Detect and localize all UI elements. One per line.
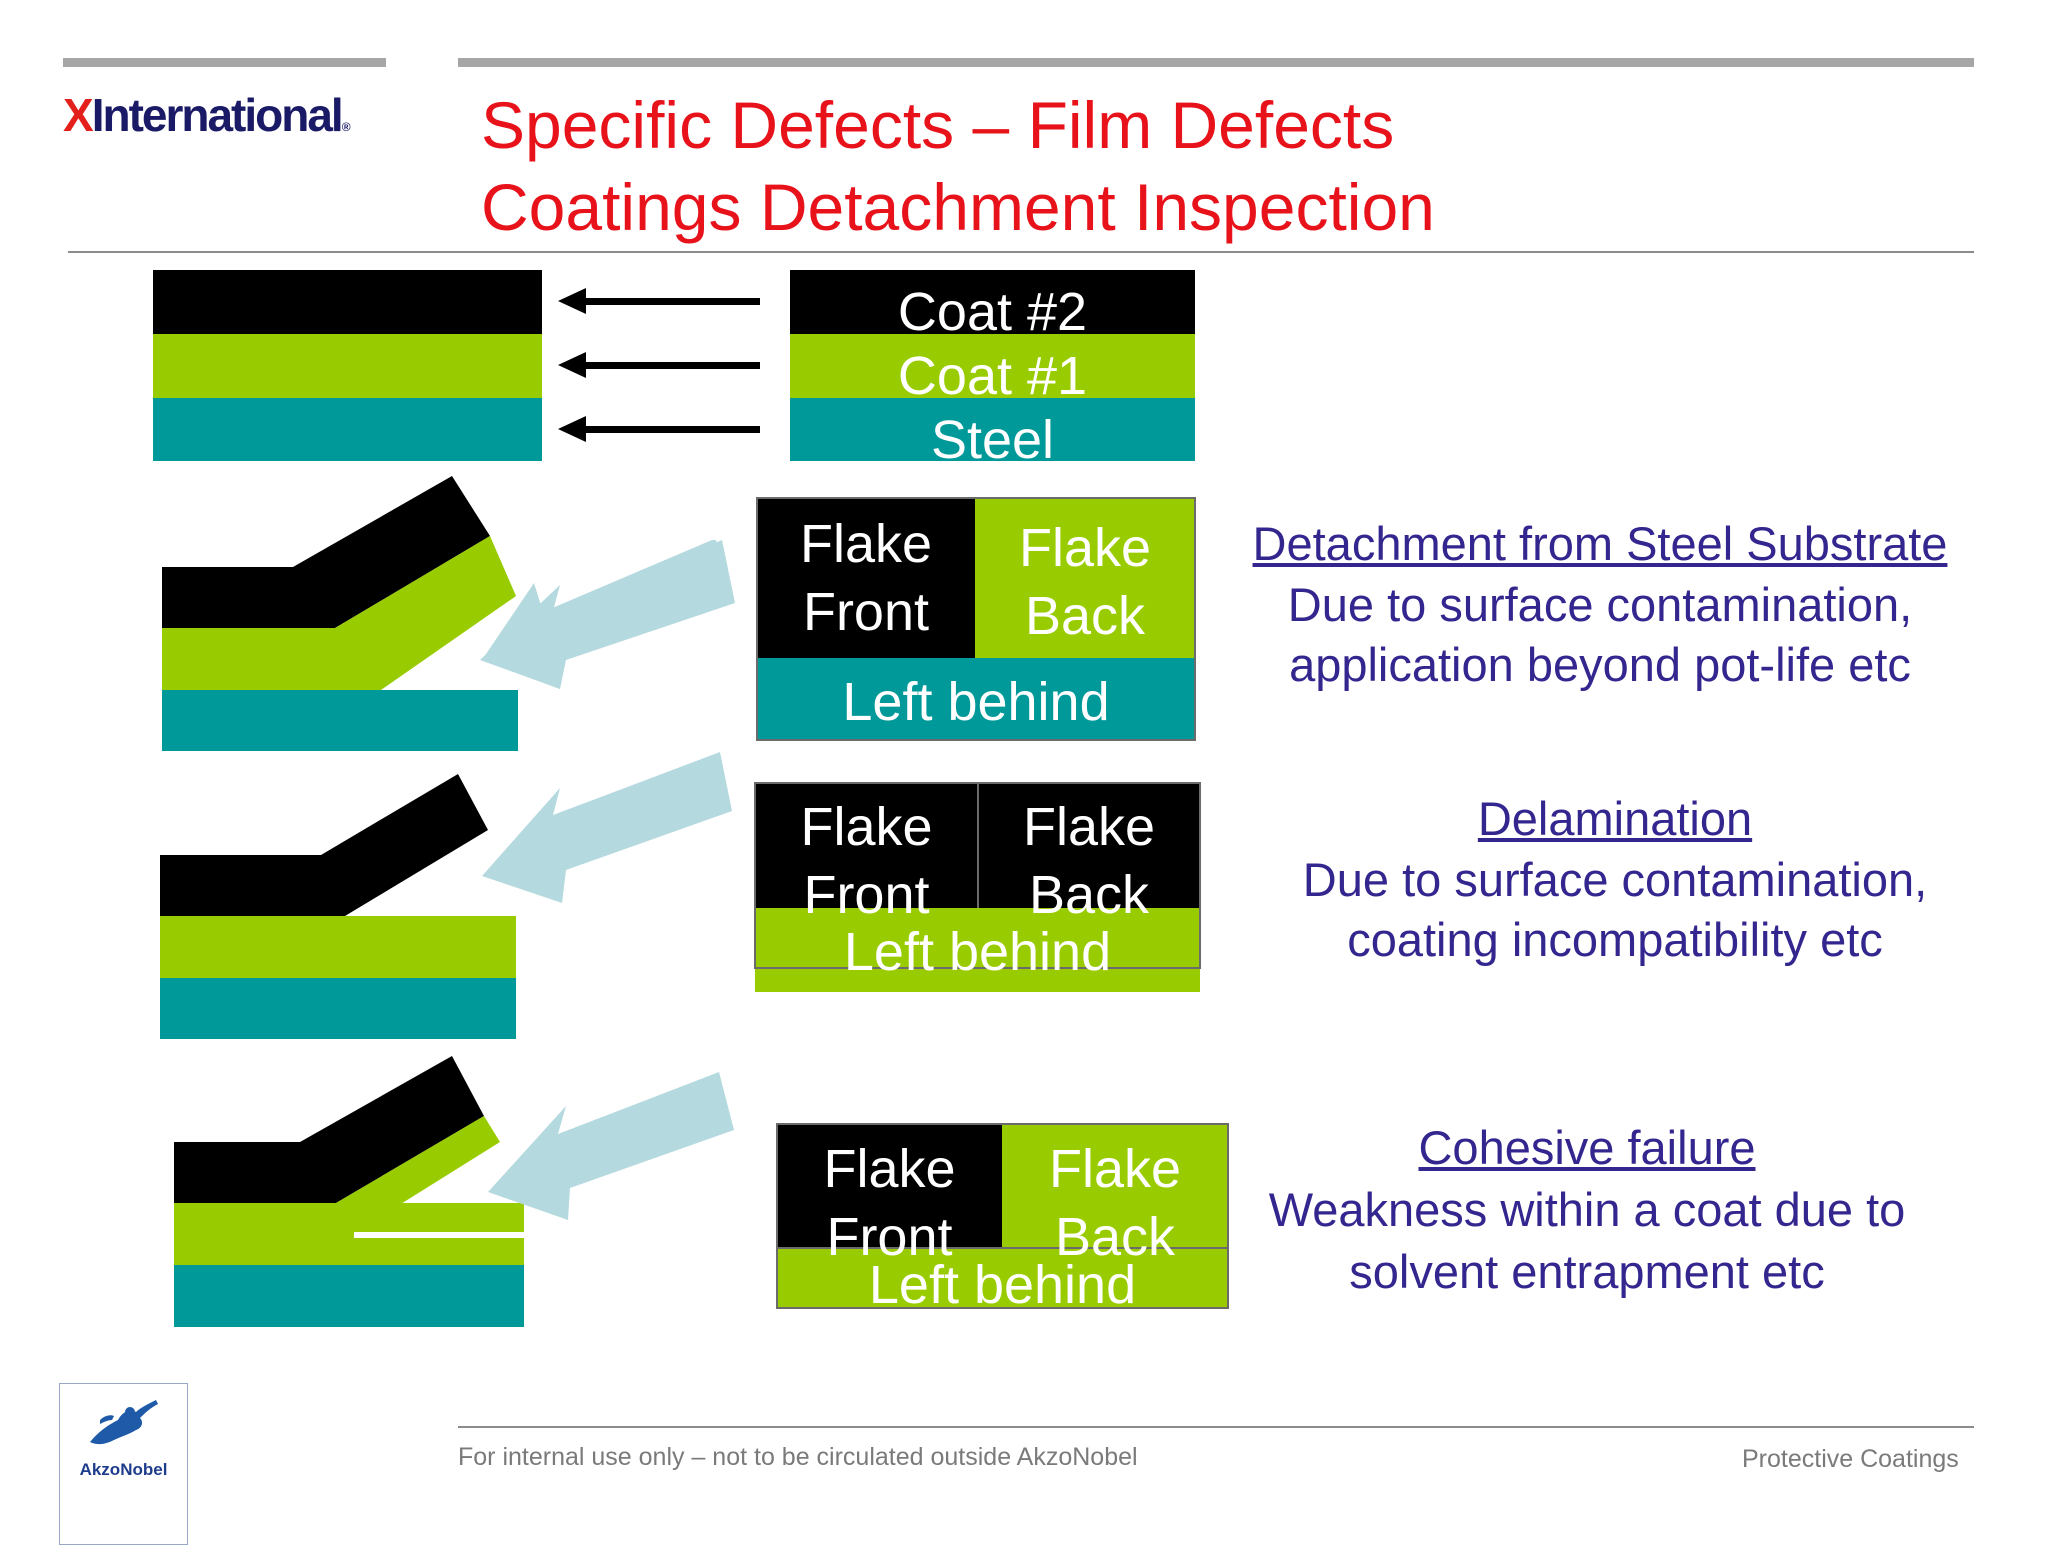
legend-coat2-label: Coat #2 xyxy=(897,282,1088,342)
footer-division: Protective Coatings xyxy=(1742,1445,1959,1473)
logo-x-mark: X xyxy=(63,89,94,141)
defect-cause-2a: Due to surface contamination, xyxy=(1302,853,1928,906)
defect-description-1: Detachment from Steel Substrate Due to s… xyxy=(1205,513,1995,695)
defect-cause-3a: Weakness within a coat due to xyxy=(1268,1183,1906,1236)
defect-cause-2b: coating incompatibility etc xyxy=(1347,913,1883,966)
flake-front-label-1: Flake Front xyxy=(799,514,933,642)
flake-back-label-2: Flake Back xyxy=(1022,797,1156,925)
header-rule-right xyxy=(458,58,1974,67)
logo-registered: ® xyxy=(341,120,351,134)
footer-confidentiality-note: For internal use only – not to be circul… xyxy=(458,1443,1138,1471)
legend-coat1-label: Coat #1 xyxy=(897,346,1088,406)
legend-steel-label: Steel xyxy=(930,410,1055,470)
akzonobel-wordmark: AkzoNobel xyxy=(79,1460,168,1479)
akzonobel-logo: AkzoNobel xyxy=(59,1383,188,1545)
left-behind-label-2: Left behind xyxy=(843,922,1112,982)
defect-heading-1: Detachment from Steel Substrate xyxy=(1252,517,1948,570)
left-behind-label-1: Left behind xyxy=(842,672,1110,732)
detachment-table xyxy=(756,497,1196,741)
flake-back-label-1: Flake Back xyxy=(1018,518,1152,646)
page-title-line1: Specific Defects – Film Defects xyxy=(481,88,1395,162)
left-behind-label-3: Left behind xyxy=(868,1255,1137,1315)
defect-description-3: Cohesive failure Weakness within a coat … xyxy=(1192,1117,1982,1303)
international-logo: XInternational® xyxy=(63,92,403,142)
flake-front-label-2: Flake Front xyxy=(800,797,933,925)
detachment-diagram xyxy=(162,476,518,751)
defect-cause-1a: Due to surface contamination, xyxy=(1287,578,1913,631)
logo-text: International xyxy=(91,89,344,141)
title-divider xyxy=(68,251,1974,253)
footer-rule xyxy=(458,1426,1974,1428)
reference-coating-stack xyxy=(153,270,542,461)
akzonobel-figure-icon xyxy=(90,1400,158,1445)
page-title-line2: Coatings Detachment Inspection xyxy=(481,170,1435,244)
layer-pointer-arrows xyxy=(558,288,760,442)
layer-legend-stack xyxy=(790,270,1195,461)
flake-back-label-3: Flake Back xyxy=(1048,1139,1182,1267)
cohesive-table xyxy=(776,1123,1229,1309)
defect-cause-1b: application beyond pot-life etc xyxy=(1289,638,1911,691)
defect-heading-2: Delamination xyxy=(1477,792,1753,845)
cohesive-failure-diagram xyxy=(174,1056,524,1327)
defect-description-2: Delamination Due to surface contaminatio… xyxy=(1220,788,2010,970)
header-rule-left xyxy=(63,58,386,67)
delamination-diagram xyxy=(160,774,516,1039)
delamination-table xyxy=(754,782,1201,992)
defect-heading-3: Cohesive failure xyxy=(1418,1121,1756,1174)
flake-front-label-3: Flake Front xyxy=(823,1139,956,1267)
defect-cause-3b: solvent entrapment etc xyxy=(1349,1245,1825,1298)
